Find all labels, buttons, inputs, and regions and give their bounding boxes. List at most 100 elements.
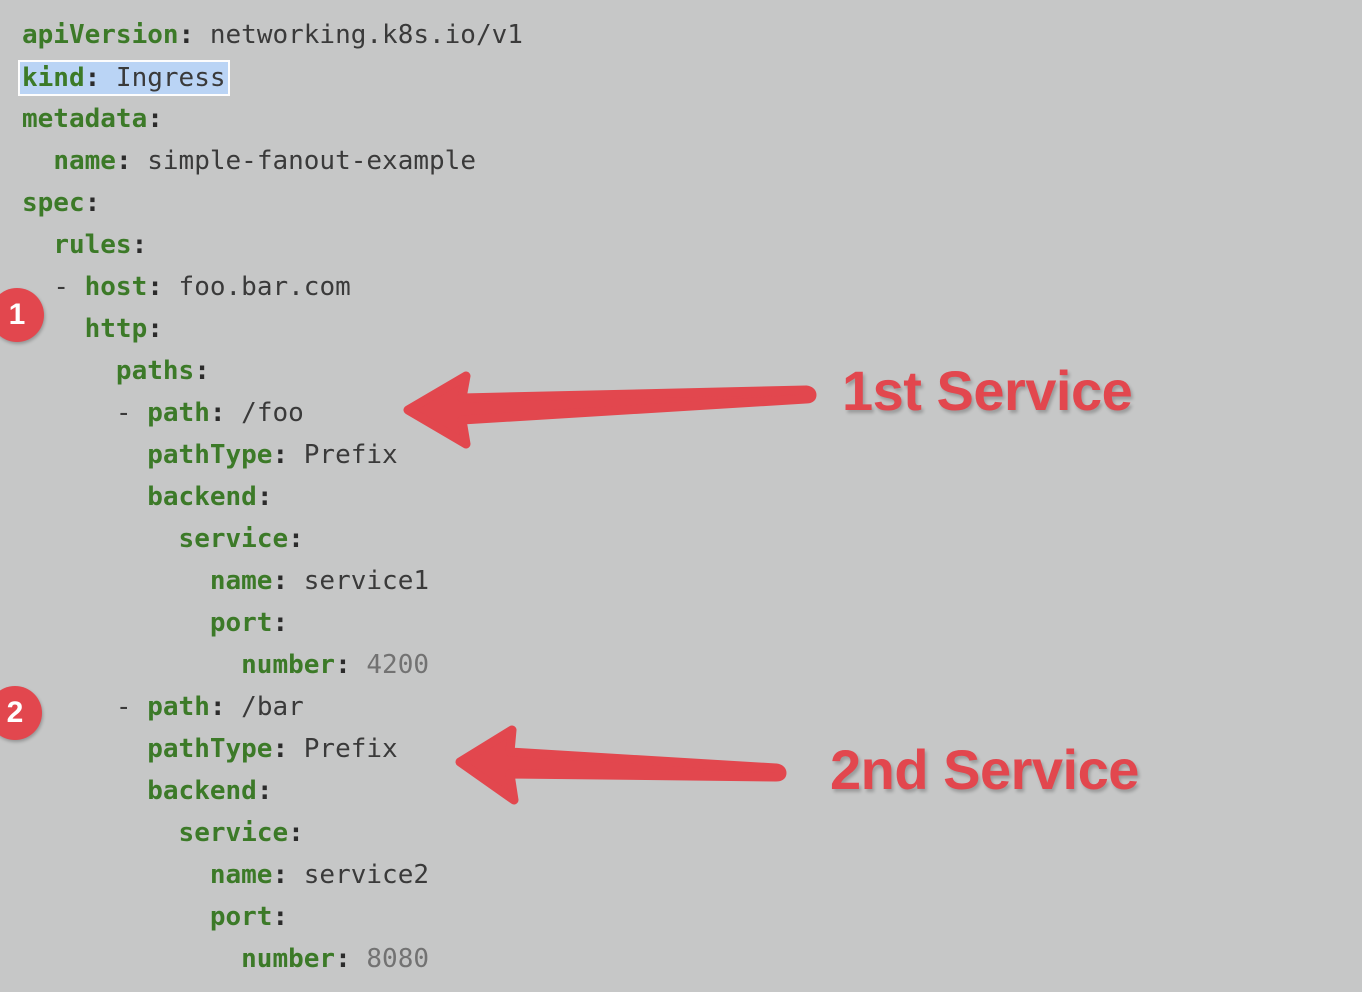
code-line: rules: (0, 224, 1362, 266)
code-indent (22, 566, 210, 596)
code-indent (22, 356, 116, 386)
code-line: - path: /foo (0, 392, 1362, 434)
code-line: number: 8080 (0, 938, 1362, 980)
yaml-colon: : (115, 146, 132, 176)
code-indent (22, 398, 116, 428)
yaml-key: path (147, 692, 210, 722)
code-indent (22, 818, 179, 848)
yaml-colon: : (272, 734, 289, 764)
yaml-key: name (209, 566, 273, 596)
yaml-key: host (84, 272, 148, 302)
yaml-value: Ingress (100, 63, 226, 93)
yaml-value: Prefix (288, 734, 398, 764)
yaml-key: http (84, 314, 148, 344)
yaml-key: name (53, 146, 116, 176)
code-indent (22, 650, 241, 680)
yaml-key: service (178, 524, 289, 554)
step-badge-1: 1 (0, 288, 44, 342)
code-line: port: (0, 602, 1362, 644)
code-line: number: 4200 (0, 644, 1362, 686)
code-line: spec: (0, 182, 1362, 224)
yaml-colon: : (288, 524, 304, 554)
yaml-colon: : (272, 902, 289, 932)
yaml-colon: : (147, 272, 163, 302)
yaml-value: service2 (288, 860, 430, 890)
yaml-key: pathType (147, 440, 273, 470)
code-line: http: (0, 308, 1362, 350)
yaml-key: port (209, 902, 273, 932)
code-line: pathType: Prefix (0, 728, 1362, 770)
yaml-colon: : (335, 944, 351, 974)
annotation-label-1st-service: 1st Service (842, 359, 1133, 422)
code-indent (22, 734, 147, 764)
yaml-colon: : (209, 398, 226, 428)
code-line: metadata: (0, 98, 1362, 140)
yaml-colon: : (147, 314, 163, 344)
code-indent (22, 146, 53, 176)
yaml-value: Prefix (288, 440, 398, 470)
yaml-colon: : (272, 440, 289, 470)
yaml-colon: : (84, 188, 101, 218)
selected-text-highlight[interactable]: kind: Ingress (18, 60, 230, 96)
yaml-colon: : (209, 692, 226, 722)
code-list-dash: - (115, 398, 148, 428)
code-indent (22, 860, 210, 890)
code-line: name: simple-fanout-example (0, 140, 1362, 182)
yaml-colon: : (147, 104, 163, 134)
code-list-dash: - (115, 692, 148, 722)
callout-arrow-2 (455, 725, 787, 805)
code-line: paths: (0, 350, 1362, 392)
yaml-key: service (178, 818, 289, 848)
code-list-dash: - (53, 272, 85, 302)
yaml-key: paths (115, 356, 195, 386)
yaml-value: simple-fanout-example (131, 146, 476, 176)
yaml-colon: : (84, 63, 101, 93)
annotation-label-2nd-service: 2nd Service (830, 738, 1139, 801)
code-indent (22, 440, 147, 470)
yaml-key: port (209, 608, 273, 638)
code-indent (22, 776, 147, 806)
yaml-colon: : (256, 776, 273, 806)
code-line: - host: foo.bar.com (0, 266, 1362, 308)
yaml-colon: : (272, 608, 289, 638)
yaml-colon: : (335, 650, 351, 680)
yaml-value: /foo (225, 398, 304, 428)
code-line: - path: /bar (0, 686, 1362, 728)
yaml-key: backend (147, 482, 257, 512)
yaml-value: 8080 (350, 944, 430, 974)
yaml-value: /bar (225, 692, 304, 722)
code-line: apiVersion: networking.k8s.io/v1 (0, 14, 1362, 56)
code-indent (22, 524, 179, 554)
yaml-key: number (241, 944, 336, 974)
yaml-colon: : (272, 566, 289, 596)
yaml-value: service1 (288, 566, 430, 596)
yaml-value: 4200 (350, 650, 430, 680)
code-indent (22, 902, 210, 932)
yaml-key: name (209, 860, 273, 890)
code-line: backend: (0, 770, 1362, 812)
code-indent (22, 230, 53, 260)
code-line: kind: Ingress (0, 56, 1362, 98)
code-indent (22, 944, 241, 974)
yaml-key: number (241, 650, 336, 680)
yaml-key: spec (22, 188, 85, 218)
code-line: name: service2 (0, 854, 1362, 896)
yaml-colon: : (288, 818, 304, 848)
code-line: port: (0, 896, 1362, 938)
yaml-key: pathType (147, 734, 273, 764)
code-indent (22, 608, 210, 638)
code-line: pathType: Prefix (0, 434, 1362, 476)
yaml-key: path (147, 398, 210, 428)
yaml-colon: : (272, 860, 289, 890)
yaml-colon: : (178, 20, 195, 50)
code-line: service: (0, 812, 1362, 854)
yaml-key: backend (147, 776, 257, 806)
code-line: service: (0, 518, 1362, 560)
yaml-colon: : (131, 230, 148, 260)
yaml-key: rules (53, 230, 132, 260)
yaml-value: foo.bar.com (162, 272, 351, 302)
code-line: name: service1 (0, 560, 1362, 602)
yaml-key: apiVersion (22, 20, 179, 50)
